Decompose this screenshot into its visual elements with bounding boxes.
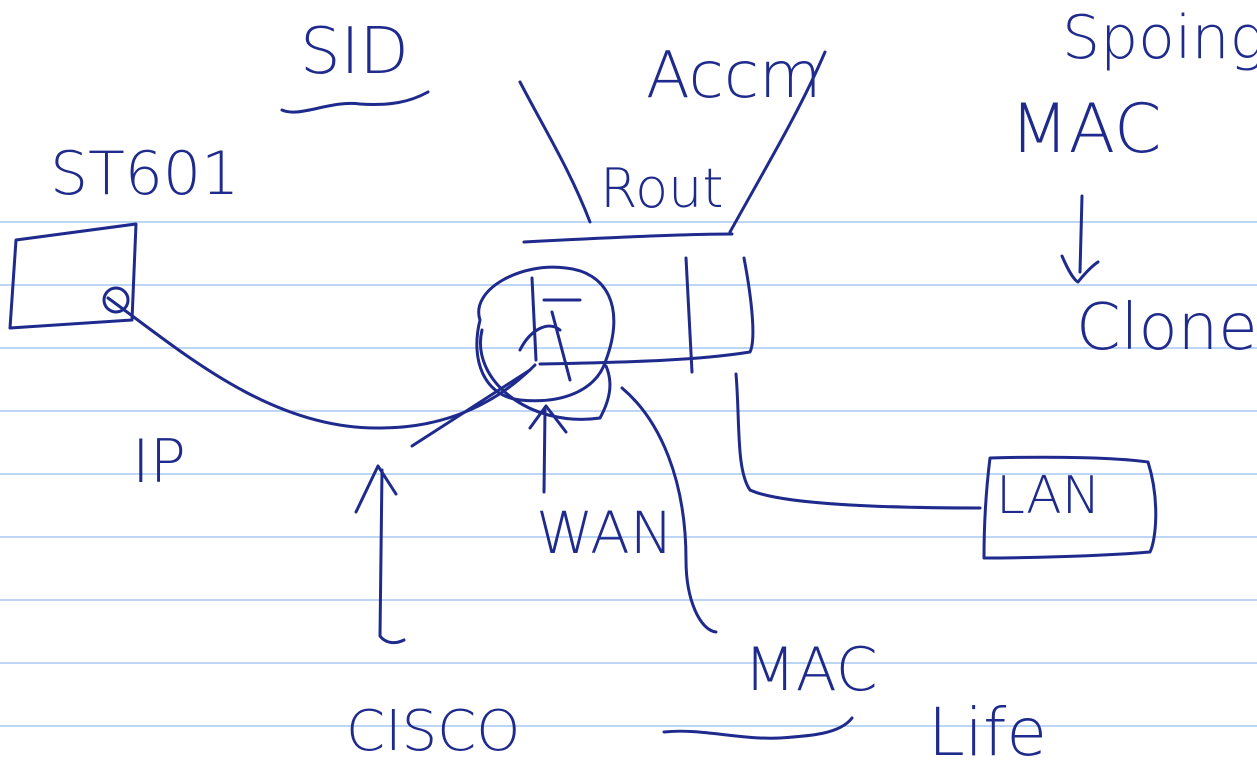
cisco-diagonal xyxy=(410,368,532,448)
mac-line xyxy=(620,386,718,634)
router-port-bracket xyxy=(538,256,755,366)
router-top-line xyxy=(522,232,734,244)
router-port-left xyxy=(684,256,694,374)
ruled-lines xyxy=(0,221,1257,727)
lan-cable xyxy=(734,372,982,510)
cisco-arrowhead xyxy=(354,464,398,514)
spoof-arrow-line xyxy=(1078,194,1084,274)
label-st601: ST601 xyxy=(50,139,240,209)
wan-arrowhead xyxy=(528,404,568,434)
lan-box xyxy=(982,455,1158,560)
label-accm: Accm xyxy=(646,39,822,113)
access-funnel-right xyxy=(728,50,827,234)
st601-cable xyxy=(106,296,537,430)
label-life: Life xyxy=(928,694,1047,771)
mac-underline xyxy=(662,716,854,740)
label-mac-top: MAC xyxy=(1010,90,1162,169)
cisco-arrow xyxy=(378,468,406,645)
device-port-circle xyxy=(102,286,130,314)
label-wan: WAN xyxy=(536,499,674,567)
label-rout: Rout xyxy=(600,157,724,220)
label-spoofing: Spoing xyxy=(1062,3,1257,73)
label-mac-bottom: MAC xyxy=(744,635,878,705)
label-lan: LAN xyxy=(996,466,1101,526)
spoof-arrowhead xyxy=(1060,254,1100,284)
access-funnel-left xyxy=(518,80,592,224)
sid-underline xyxy=(280,90,430,114)
router-hub-mark xyxy=(518,298,582,382)
label-ip: IP xyxy=(132,427,186,497)
router-hub-circle xyxy=(475,265,616,403)
router-inner-line xyxy=(530,276,538,362)
label-sid: SID xyxy=(300,15,409,89)
label-cisco: CISCO xyxy=(346,699,521,764)
label-clone: Clone xyxy=(1076,291,1257,365)
st601-device-box xyxy=(8,222,138,330)
wan-line xyxy=(542,408,547,494)
router-hub-circle-2 xyxy=(479,328,612,421)
